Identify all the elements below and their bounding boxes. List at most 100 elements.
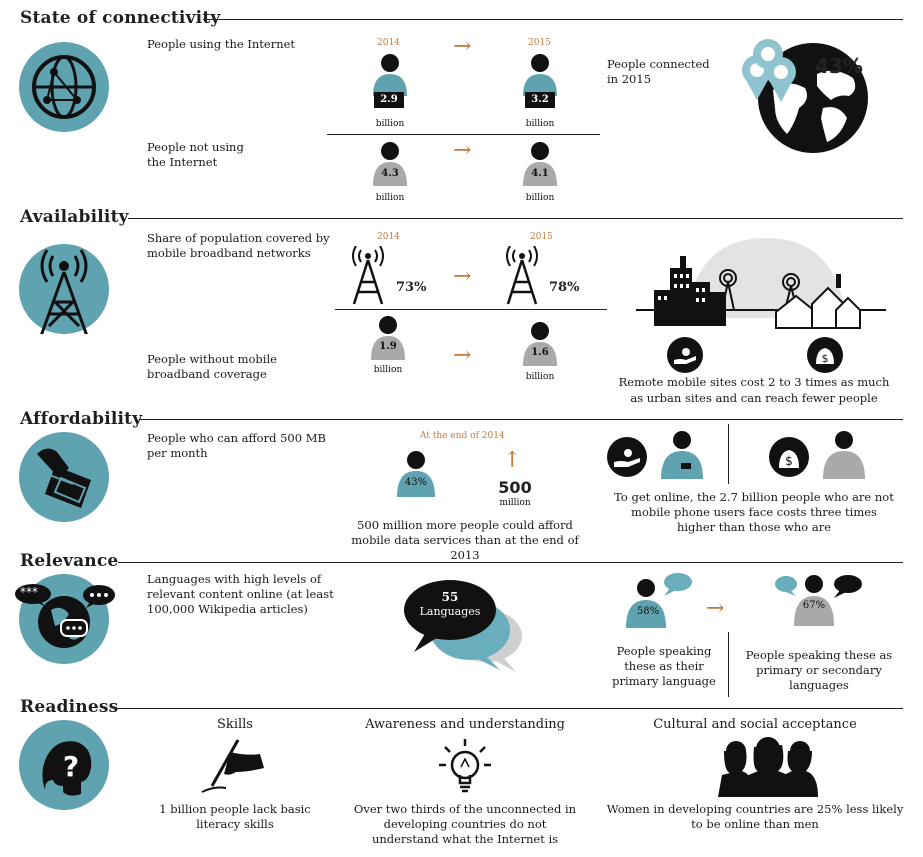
money-hand-icon xyxy=(607,437,647,477)
without-2014-value: 1.9 xyxy=(379,341,397,352)
people-connected-label: People connected in 2015 xyxy=(607,57,710,86)
person-speaking-icon xyxy=(626,573,692,628)
unit-label: billion xyxy=(373,365,403,375)
antenna-icon xyxy=(719,269,800,311)
city-village-illustration xyxy=(636,238,886,329)
divider xyxy=(327,134,600,135)
person-icon xyxy=(371,316,405,360)
coverage-label: Share of population covered by mobile br… xyxy=(147,231,330,260)
cultural-note: Women in developing countries are 25% le… xyxy=(606,802,904,831)
not-using-2014-value: 4.3 xyxy=(381,168,399,179)
divider xyxy=(118,562,903,563)
money-hand-icon xyxy=(667,337,703,373)
afford-label: People who can afford 500 MB per month xyxy=(147,431,326,460)
person-phone-icon xyxy=(661,431,703,479)
increase-value: 500 xyxy=(498,478,532,497)
section-title-connectivity: State of connectivity xyxy=(20,8,221,28)
arrow-up-icon: ↑ xyxy=(503,448,522,473)
divider xyxy=(140,419,903,420)
antenna-icon xyxy=(506,246,538,305)
increase-unit: million xyxy=(499,498,531,508)
afford-percent: 43% xyxy=(404,477,428,488)
divider xyxy=(203,19,903,20)
person-icon xyxy=(523,54,557,96)
year-2015: 2015 xyxy=(530,232,553,242)
speech-bubble-icon xyxy=(83,585,115,608)
arrow-right-icon: → xyxy=(453,138,472,163)
section-title-affordability: Affordability xyxy=(20,409,143,429)
people-not-using-label: People not using the Internet xyxy=(147,140,244,169)
svg-text:$: $ xyxy=(822,352,829,365)
unit-label: billion xyxy=(525,372,555,382)
lightbulb-icon xyxy=(439,739,491,793)
map-pin-icon xyxy=(742,39,796,102)
section-title-relevance: Relevance xyxy=(20,551,119,571)
connected-percent: 43% xyxy=(815,54,863,78)
svg-text:$: $ xyxy=(785,454,793,468)
unit-label: billion xyxy=(375,193,405,203)
bubble-stars: *** xyxy=(20,585,38,599)
cost-note: To get online, the 2.7 billion people wh… xyxy=(614,490,894,534)
wallet-hand-icon xyxy=(19,432,109,522)
person-speaking-icon xyxy=(775,575,862,626)
unit-label: billion xyxy=(525,119,555,129)
person-icon xyxy=(373,54,407,96)
divider xyxy=(728,632,729,697)
person-icon xyxy=(523,142,557,186)
languages-word: Languages xyxy=(419,605,481,618)
person-icon xyxy=(823,431,865,479)
increase-note: 500 million more people could afford mob… xyxy=(351,518,579,562)
speech-bubble-icon xyxy=(15,584,51,607)
arrow-right-icon: → xyxy=(453,343,472,368)
people-using-label: People using the Internet xyxy=(147,37,296,51)
question-head-icon: ? xyxy=(19,720,109,810)
person-icon xyxy=(397,451,435,497)
village-icon xyxy=(775,286,861,329)
skills-note: 1 billion people lack basic literacy ski… xyxy=(159,802,311,831)
globe-network-icon xyxy=(19,42,109,132)
awareness-title: Awareness and understanding xyxy=(365,717,565,732)
antenna-icon xyxy=(352,246,384,305)
using-2014-value: 2.9 xyxy=(374,92,404,108)
using-2015-value: 3.2 xyxy=(525,92,555,108)
remote-sites-note: Remote mobile sites cost 2 to 3 times as… xyxy=(618,375,890,405)
arrow-right-icon: → xyxy=(453,264,472,289)
person-icon xyxy=(373,142,407,186)
without-2015-value: 1.6 xyxy=(531,347,549,358)
section-title-availability: Availability xyxy=(20,207,129,227)
secondary-percent: 67% xyxy=(802,600,826,611)
money-bag-icon: $ xyxy=(769,437,809,477)
speech-bubble-icon xyxy=(404,580,522,672)
period-label: At the end of 2014 xyxy=(420,431,505,441)
not-using-2015-value: 4.1 xyxy=(531,168,549,179)
languages-count: 55 xyxy=(441,590,459,604)
coverage-2015-value: 78% xyxy=(549,280,580,295)
languages-label: Languages with high levels of relevant c… xyxy=(147,572,334,616)
unit-label: billion xyxy=(375,119,405,129)
coverage-2014-value: 73% xyxy=(396,280,427,295)
divider xyxy=(728,424,729,484)
year-2015: 2015 xyxy=(528,38,551,48)
year-2014: 2014 xyxy=(377,232,400,242)
pen-hand-icon xyxy=(201,739,264,793)
divider xyxy=(128,218,903,219)
arrow-right-icon: → xyxy=(453,34,472,59)
without-coverage-label: People without mobile broadband coverage xyxy=(147,352,277,381)
arrow-right-icon: → xyxy=(706,596,725,621)
section-title-readiness: Readiness xyxy=(20,697,119,717)
awareness-note: Over two thirds of the unconnected in de… xyxy=(353,802,577,846)
svg-text:?: ? xyxy=(63,750,79,783)
secondary-label: People speaking these as primary or seco… xyxy=(745,648,893,692)
person-icon xyxy=(523,322,557,366)
primary-percent: 58% xyxy=(636,606,660,617)
divider xyxy=(335,309,607,310)
unit-label: billion xyxy=(525,193,555,203)
cultural-title: Cultural and social acceptance xyxy=(653,717,857,732)
primary-label: People speaking these as their primary l… xyxy=(612,644,716,688)
skills-title: Skills xyxy=(217,717,253,732)
money-bag-icon: $ xyxy=(807,337,843,373)
people-group-icon xyxy=(718,737,818,797)
antenna-tower-icon xyxy=(19,244,109,334)
globe-icon xyxy=(742,39,868,153)
year-2014: 2014 xyxy=(377,38,400,48)
